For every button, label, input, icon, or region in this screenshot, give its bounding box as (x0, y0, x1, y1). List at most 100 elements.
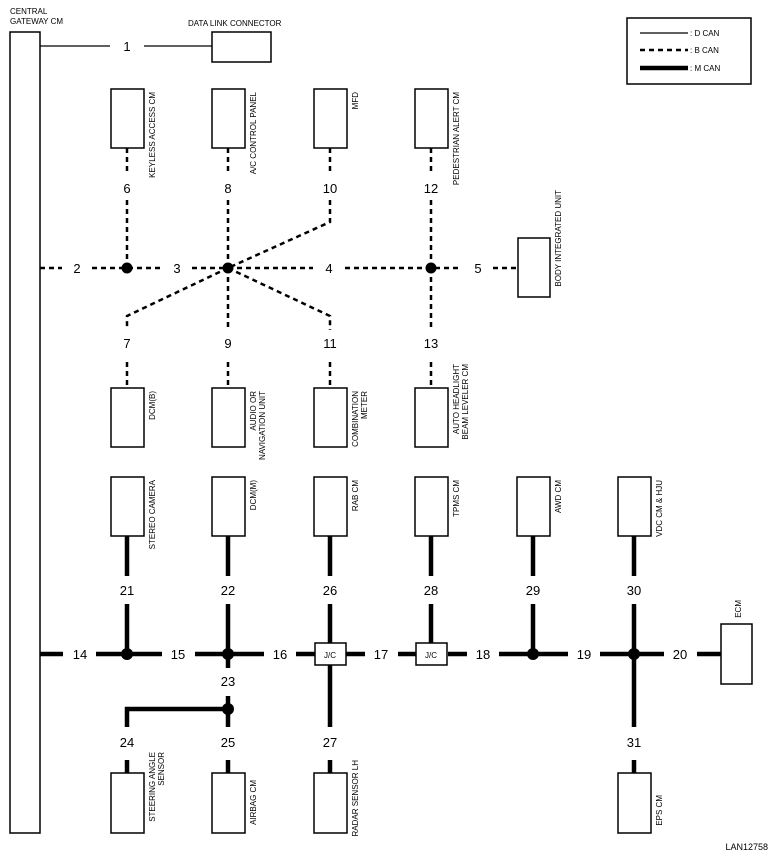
b-can-11-top (227, 266, 332, 330)
body-integrated-unit-label: BODY INTEGRATED UNIT (554, 190, 563, 287)
line-number-25: 25 (221, 735, 235, 750)
line-number-1: 1 (123, 39, 130, 54)
rab-cm (313, 476, 348, 537)
dcm-b-label: DCM(B) (148, 391, 157, 420)
line-number-14: 14 (73, 647, 87, 662)
ecm (720, 623, 753, 685)
mfd-label: MFD (351, 92, 360, 110)
m-can-lines (40, 536, 721, 773)
combination-meter-label-line2: METER (360, 391, 369, 419)
eps-cm (617, 772, 652, 834)
auto-headlight-beam-leveler-cm (414, 387, 449, 448)
line-number-9: 9 (224, 336, 231, 351)
legend-box (626, 17, 752, 85)
dcm-m-label: DCM(M) (249, 480, 258, 511)
line-number-19: 19 (577, 647, 591, 662)
steering-angle-sensor-label-line1: STEERING ANGLE (148, 752, 157, 822)
junction-connector-2 (415, 642, 448, 666)
pedestrian-alert-cm (414, 88, 449, 149)
tpms-cm (414, 476, 449, 537)
pedestrian-alert-cm-label: PEDESTRIAN ALERT CM (452, 92, 461, 185)
line-number-21: 21 (120, 583, 134, 598)
mfd (313, 88, 348, 149)
line-number-28: 28 (424, 583, 438, 598)
audio-navigation-unit (211, 387, 246, 448)
gateway-label-line2: GATEWAY CM (10, 17, 63, 26)
line-number-26: 26 (323, 583, 337, 598)
eps-cm-label: EPS CM (655, 795, 664, 826)
legend-m-can-label: : M CAN (690, 64, 720, 73)
line-number-18: 18 (476, 647, 490, 662)
tpms-cm-label: TPMS CM (452, 480, 461, 517)
auto-headlight-label-line2: BEAM LEVELER CM (461, 364, 470, 440)
legend-d-can-label: : D CAN (690, 29, 720, 38)
line-number-31: 31 (627, 735, 641, 750)
combination-meter (313, 387, 348, 448)
vdc-cm-hju-label: VDC CM & HJU (655, 480, 664, 537)
line-number-30: 30 (627, 583, 641, 598)
radar-sensor-lh-label: RADAR SENSOR LH (351, 760, 360, 837)
line-number-16: 16 (273, 647, 287, 662)
airbag-cm-label: AIRBAG CM (249, 780, 258, 825)
ac-control-panel (211, 88, 246, 149)
gateway-label-line1: CENTRAL (10, 7, 48, 16)
m-can-splice-3 (222, 703, 234, 715)
line-number-6: 6 (123, 181, 130, 196)
rab-cm-label: RAB CM (351, 480, 360, 511)
keyless-access-cm (110, 88, 145, 149)
audio-navigation-label-line2: NAVIGATION UNIT (258, 391, 267, 460)
line-number-10: 10 (323, 181, 337, 196)
stereo-camera (110, 476, 145, 537)
b-can-10-bottom (227, 200, 332, 270)
m-can-splice-4 (527, 648, 539, 660)
m-can-splice-5 (628, 648, 640, 660)
data-link-connector (211, 31, 272, 63)
line-number-13: 13 (424, 336, 438, 351)
b-can-splice-1 (121, 262, 133, 274)
legend: : D CAN : B CAN : M CAN (626, 17, 752, 85)
m-can-splice-1 (121, 648, 133, 660)
awd-cm (516, 476, 551, 537)
line-number-12: 12 (424, 181, 438, 196)
b-can-splice-2 (222, 262, 234, 274)
line-number-5: 5 (474, 261, 481, 276)
audio-navigation-label-line1: AUDIO OR (249, 391, 258, 431)
legend-b-can-label: : B CAN (690, 46, 719, 55)
line-number-11: 11 (323, 336, 337, 351)
auto-headlight-label-line1: AUTO HEADLIGHT (452, 364, 461, 434)
awd-cm-label: AWD CM (554, 480, 563, 513)
junction-connector-1-label: J/C (324, 651, 336, 660)
stereo-camera-label: STEREO CAMERA (148, 479, 157, 549)
junction-connector-2-label: J/C (425, 651, 437, 660)
radar-sensor-lh (313, 772, 348, 834)
m-can-splice-2 (222, 648, 234, 660)
steering-angle-sensor (110, 772, 145, 834)
keyless-access-cm-label: KEYLESS ACCESS CM (148, 92, 157, 178)
b-can-lines (40, 148, 518, 388)
m-can-24-top (124, 706, 228, 727)
line-number-3: 3 (173, 261, 180, 276)
ac-control-panel-label: A/C CONTROL PANEL (249, 91, 258, 174)
junction-connector-1 (314, 642, 347, 666)
line-number-17: 17 (374, 647, 388, 662)
data-link-connector-label: DATA LINK CONNECTOR (188, 19, 282, 28)
line-number-4: 4 (325, 261, 332, 276)
ecm-label: ECM (734, 600, 743, 618)
line-number-29: 29 (526, 583, 540, 598)
central-gateway-cm (9, 31, 41, 834)
diagram-code: LAN12758 (725, 842, 768, 852)
dcm-m (211, 476, 246, 537)
line-number-8: 8 (224, 181, 231, 196)
line-number-7: 7 (123, 336, 130, 351)
dcm-b (110, 387, 145, 448)
line-number-22: 22 (221, 583, 235, 598)
steering-angle-sensor-label-line2: SENSOR (157, 752, 166, 786)
line-number-24: 24 (120, 735, 134, 750)
line-number-15: 15 (171, 647, 185, 662)
line-number-27: 27 (323, 735, 337, 750)
line-number-23: 23 (221, 674, 235, 689)
line-number-2: 2 (73, 261, 80, 276)
line-number-20: 20 (673, 647, 687, 662)
b-can-7-top (125, 266, 229, 330)
